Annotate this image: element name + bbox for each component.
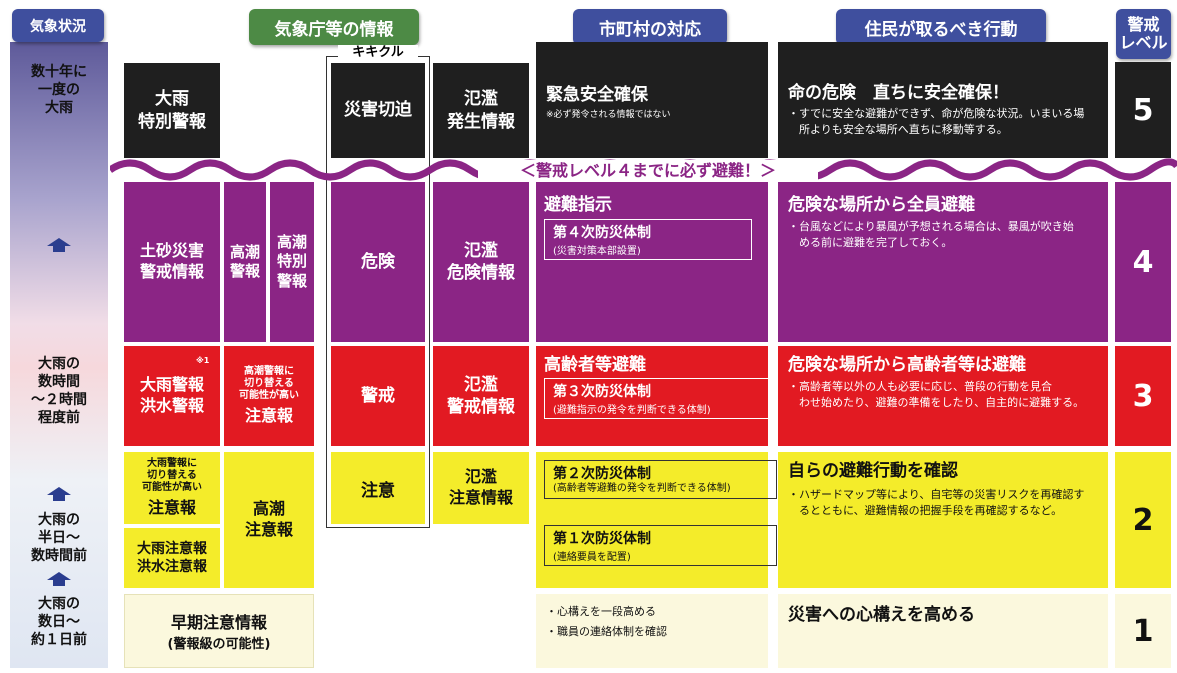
disaster-imminent: 災害切迫 <box>331 63 425 158</box>
municipality-level1-item2: ・職員の連絡体制を確認 <box>546 624 667 638</box>
header-jma-info: 気象庁等の情報 <box>249 9 419 45</box>
residents-level3: 危険な場所から高齢者等は避難 ・高齢者等以外の人も必要に応じ、普段の行動を見合 … <box>778 346 1108 446</box>
flood-occurrence-info: 氾濫 発生情報 <box>433 63 529 158</box>
level1-disaster-system-box: 第１次防災体制 (連絡要員を配置) <box>544 524 777 566</box>
heavy-rain-flood-advisory: 大雨注意報 洪水注意報 <box>124 528 220 588</box>
residents-level5: 命の危険 直ちに安全確保！ ・すでに安全な避難ができず、命が危険な状況。いまいる… <box>778 42 1108 158</box>
condition-level1: 大雨の 数日～ 約１日前 <box>31 595 87 649</box>
residents-level1-title: 災害への心構えを高める <box>788 605 975 625</box>
level-4-badge: 4 <box>1115 182 1171 342</box>
residents-level2: 自らの避難行動を確認 ・ハザードマップ等により、自宅等の災害リスクを再確認す る… <box>778 452 1108 588</box>
storm-surge-advisory-upgrade: 高潮警報に 切り替える 可能性が高い 注意報 <box>224 346 314 446</box>
residents-level4: 危険な場所から全員避難 ・台風などにより暴風が予想される場合は、暴風が吹き始 め… <box>778 182 1108 342</box>
level1-system-sub: (連絡要員を配置) <box>553 551 631 563</box>
note-mark: ※1 <box>196 356 210 365</box>
danger-level: 危険 <box>331 182 425 342</box>
emergency-safety-title: 緊急安全確保 <box>546 85 648 105</box>
level-2-badge: 2 <box>1115 452 1171 588</box>
evacuate-banner: ＜警戒レベル４までに必ず避難！＞ <box>478 160 818 182</box>
level2-disaster-system-box: 第２次防災体制 (高齢者等避難の発令を判断できる体制) <box>544 460 777 499</box>
condition-level2: 大雨の 半日～ 数時間前 <box>31 511 87 565</box>
heavy-rain-flood-warning: 大雨警報 洪水警報 <box>124 346 220 446</box>
residents-level3-title: 危険な場所から高齢者等は避難 <box>788 355 1026 375</box>
kikikuru-label: キキクル <box>338 45 418 61</box>
up-arrow-icon <box>47 238 71 254</box>
level3-system-sub: (避難指示の発令を判断できる体制) <box>553 405 711 416</box>
heavy-rain-advisory-upgrade: 大雨警報に 切り替える 可能性が高い 注意報 <box>124 452 220 524</box>
header-weather: 気象状況 <box>12 9 104 42</box>
header-level: 警戒 レベル <box>1116 9 1171 59</box>
weather-gradient-bar <box>10 42 108 668</box>
residents-level4-title: 危険な場所から全員避難 <box>788 195 975 215</box>
condition-level5: 数十年に 一度の 大雨 <box>31 63 87 117</box>
level-3-badge: 3 <box>1115 346 1171 446</box>
heavy-rain-upgrade-note: 大雨警報に 切り替える 可能性が高い <box>142 458 202 493</box>
storm-surge-warning: 高潮 警報 <box>224 182 266 342</box>
caution-level: 注意 <box>331 452 425 524</box>
municipality-level1: ・心構えを一段高める ・職員の連絡体制を確認 <box>536 594 768 668</box>
up-arrow-icon <box>47 487 71 503</box>
municipality-level3: 高齢者等避難 第３次防災体制 (避難指示の発令を判断できる体制) <box>536 346 777 446</box>
residents-level3-text: ・高齢者等以外の人も必要に応じ、普段の行動を見合 わせ始めたり、避難の準備をした… <box>788 380 1085 409</box>
municipality-level5: 緊急安全確保 ※必ず発令される情報ではない <box>536 42 768 158</box>
flood-warning-info: 氾濫 警戒情報 <box>433 346 529 446</box>
header-municipality: 市町村の対応 <box>573 9 727 45</box>
residents-level4-text: ・台風などにより暴風が予想される場合は、暴風が吹き始 める前に避難を完了しておく… <box>788 220 1074 249</box>
municipality-level2: 第２次防災体制 (高齢者等避難の発令を判断できる体制) 第１次防災体制 (連絡要… <box>536 452 777 588</box>
level2-system-title: 第２次防災体制 <box>553 466 651 482</box>
level-1-badge: 1 <box>1115 594 1171 668</box>
level3-system-title: 第３次防災体制 <box>553 384 651 400</box>
level4-disaster-system-box: 第４次防災体制 (災害対策本部設置) <box>544 219 752 260</box>
level1-system-title: 第１次防災体制 <box>553 530 651 547</box>
level3-disaster-system-box: 第３次防災体制 (避難指示の発令を判断できる体制) <box>544 378 777 419</box>
residents-level2-text: ・ハザードマップ等により、自宅等の災害リスクを再確認す るとともに、避難情報の把… <box>788 488 1085 517</box>
up-arrow-icon <box>47 572 71 588</box>
residents-level5-title: 命の危険 直ちに安全確保！ <box>788 83 1009 103</box>
storm-surge-special-warning: 高潮 特別 警報 <box>270 182 314 342</box>
early-warning-sub: (警報級の可能性) <box>167 637 271 652</box>
early-warning-info: 早期注意情報 (警報級の可能性) <box>124 594 314 668</box>
flood-danger-info: 氾濫 危険情報 <box>433 182 529 342</box>
residents-level2-title: 自らの避難行動を確認 <box>788 461 958 481</box>
emergency-note: ※必ず発令される情報ではない <box>546 110 671 120</box>
municipality-level4: 避難指示 第４次防災体制 (災害対策本部設置) <box>536 182 768 342</box>
residents-level1: 災害への心構えを高める <box>778 594 1108 668</box>
storm-surge-advisory-label: 注意報 <box>244 406 293 425</box>
storm-surge-upgrade-note: 高潮警報に 切り替える 可能性が高い <box>239 366 299 401</box>
condition-level3: 大雨の 数時間 ～２時間 程度前 <box>31 355 87 427</box>
level-5-badge: 5 <box>1115 62 1171 158</box>
warning-level: 警戒 <box>331 346 425 446</box>
header-residents: 住民が取るべき行動 <box>836 9 1046 45</box>
level4-system-sub: (災害対策本部設置) <box>553 246 641 257</box>
flood-caution-info: 氾濫 注意情報 <box>433 452 529 524</box>
heavy-rain-advisory-label: 注意報 <box>147 498 196 517</box>
landslide-warning-info: 土砂災害 警戒情報 <box>124 182 220 342</box>
early-warning-title: 早期注意情報 <box>170 613 267 632</box>
level2-system-sub: (高齢者等避難の発令を判断できる体制) <box>553 483 731 494</box>
evacuation-order-title: 避難指示 <box>544 195 612 215</box>
residents-level5-text: ・すでに安全な避難ができず、命が危険な状況。いまいる場 所よりも安全な場所へ直ち… <box>788 107 1085 136</box>
elderly-evacuation-title: 高齢者等避難 <box>544 355 646 375</box>
storm-surge-advisory: 高潮 注意報 <box>224 452 314 588</box>
heavy-rain-special-warning: 大雨 特別警報 <box>124 63 220 158</box>
level4-system-title: 第４次防災体制 <box>553 225 651 241</box>
municipality-level1-item1: ・心構えを一段高める <box>546 605 656 618</box>
